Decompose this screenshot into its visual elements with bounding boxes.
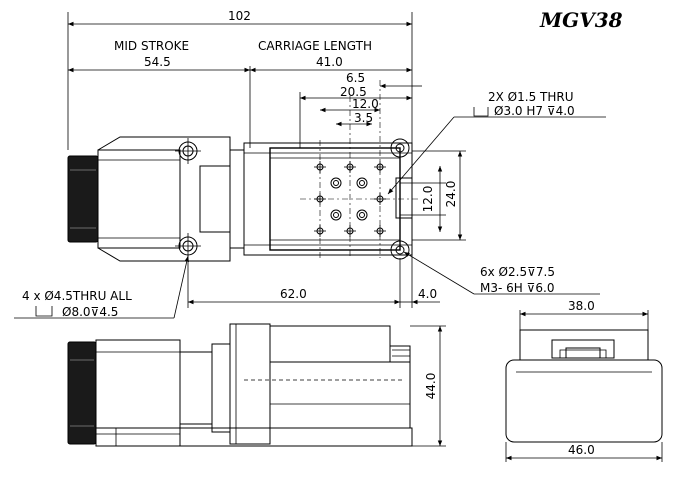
dim-v12: 12.0: [421, 186, 435, 213]
dim-62: 62.0: [280, 287, 307, 301]
dim-38: 38.0: [568, 299, 595, 313]
label-carriage-length: CARRIAGE LENGTH: [258, 39, 372, 53]
callout-tap-line1: 6x Ø2.5⊽7.5: [480, 265, 555, 279]
callout-mount-line1: 4 x Ø4.5THRU ALL: [22, 289, 132, 303]
dim-v24: 24.0: [444, 181, 458, 208]
label-mid-stroke: MID STROKE: [114, 39, 189, 53]
side-carriage: [269, 325, 391, 363]
vertical-dimensions: 12.0 24.0: [400, 150, 466, 241]
callout-tap: 6x Ø2.5⊽7.5 M3- 6H ⊽6.0: [403, 251, 600, 295]
dim-6-5: 6.5: [346, 71, 365, 85]
side-view: 44.0: [67, 323, 446, 447]
motor-end-cap: [67, 155, 99, 243]
end-view: 38.0 46.0: [505, 299, 663, 462]
end-carriage: [519, 329, 649, 361]
dim-44: 44.0: [424, 373, 438, 400]
dim-mid-stroke: 54.5: [144, 55, 171, 69]
dim-12-0: 12.0: [352, 97, 379, 111]
top-view: [67, 80, 420, 262]
mounting-hole-bottom: [175, 233, 201, 259]
bottom-dimensions-top-view: 62.0 4.0: [187, 255, 440, 308]
dim-carriage-length: 41.0: [316, 55, 343, 69]
callout-thru-line1: 2X Ø1.5 THRU: [488, 90, 574, 104]
callout-thru-line2: Ø3.0 H7 ⊽4.0: [494, 104, 575, 118]
dim-overall-length: 102: [228, 9, 251, 23]
callout-thru: 2X Ø1.5 THRU Ø3.0 H7 ⊽4.0: [387, 90, 606, 195]
end-body: [505, 359, 663, 443]
dim-20-5: 20.5: [340, 85, 367, 99]
model-title: MGV38: [539, 8, 623, 32]
dim-3-5: 3.5: [354, 111, 373, 125]
coupling: [199, 165, 231, 233]
dim-46: 46.0: [568, 443, 595, 457]
dowel-hole-top: [390, 138, 410, 158]
callout-mount: 4 x Ø4.5THRU ALL Ø8.0⊽4.5: [14, 255, 189, 319]
top-dimensions: 102 MID STROKE CARRIAGE LENGTH 54.5 41.0…: [67, 9, 422, 150]
motor-body: [97, 149, 181, 249]
mounting-hole-top: [175, 138, 201, 164]
callout-tap-line2: M3- 6H ⊽6.0: [480, 281, 554, 295]
callout-mount-line2: Ø8.0⊽4.5: [62, 305, 118, 319]
base-flange: [97, 136, 231, 262]
dim-4: 4.0: [418, 287, 437, 301]
